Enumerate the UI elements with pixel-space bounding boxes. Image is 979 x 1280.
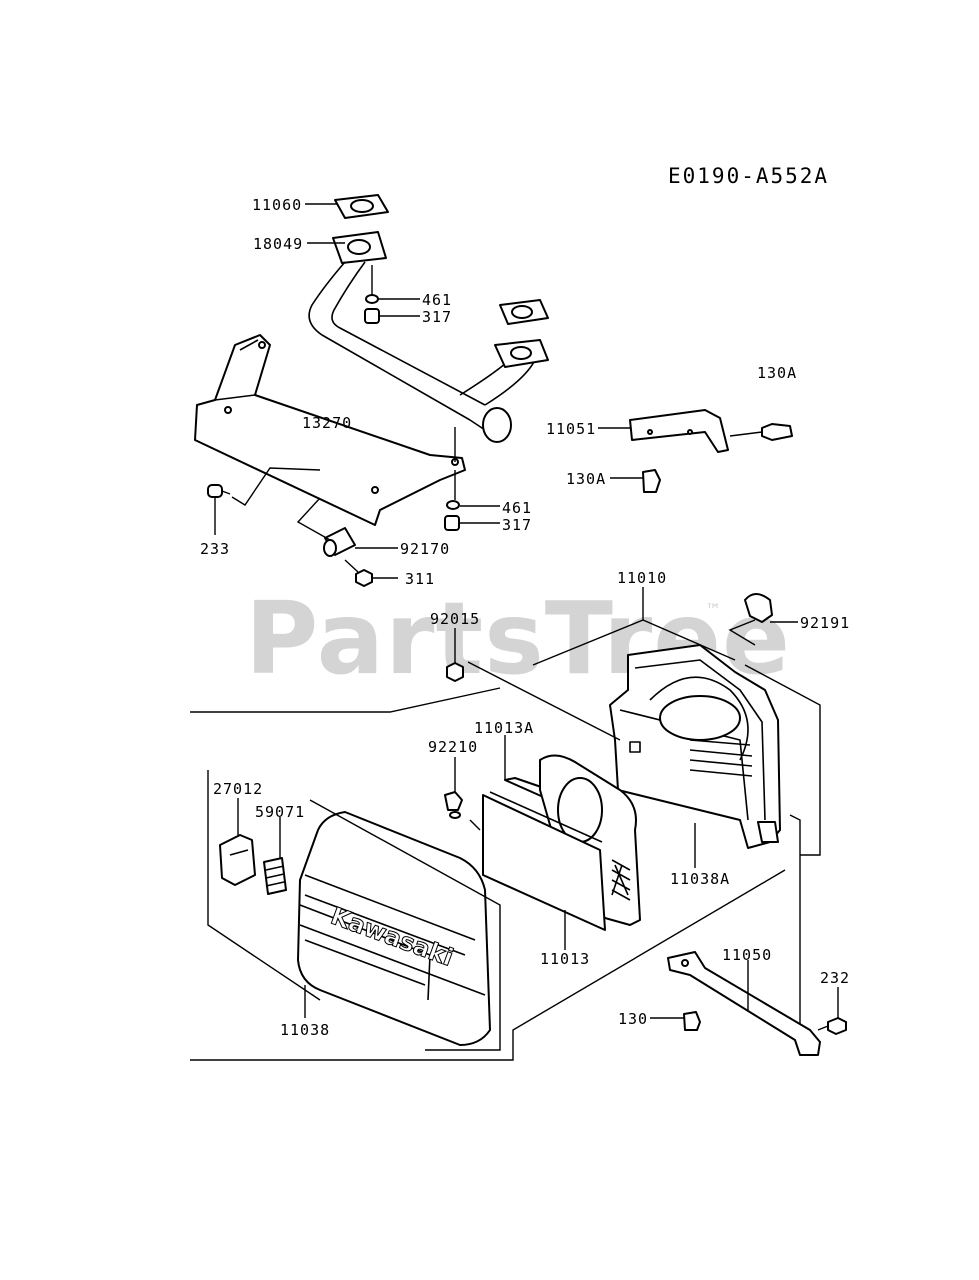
nut-461-upper[interactable] xyxy=(365,294,379,304)
callout-11038[interactable]: 11038 xyxy=(280,1021,331,1039)
leader-311-link xyxy=(344,559,359,573)
diagram-code: E0190-A552A xyxy=(668,164,830,188)
air-cleaner-cover[interactable] xyxy=(297,811,491,1046)
bolt-232[interactable] xyxy=(817,1017,847,1035)
clip-92191[interactable] xyxy=(744,593,773,623)
callout-11038a[interactable]: 11038A xyxy=(670,870,731,888)
exhaust-gasket-top[interactable] xyxy=(334,194,389,219)
collar-317-upper[interactable] xyxy=(364,308,380,324)
leader-233-link xyxy=(231,467,321,506)
callout-92191[interactable]: 92191 xyxy=(800,614,851,632)
callout-311[interactable]: 311 xyxy=(405,570,436,588)
callout-317-upper[interactable]: 317 xyxy=(422,308,453,326)
leader-11010-right xyxy=(642,619,736,661)
leader-bolt-130a-top xyxy=(729,431,763,437)
spring-59071[interactable] xyxy=(263,857,287,895)
callout-11060[interactable]: 11060 xyxy=(252,196,303,214)
exhaust-cover[interactable] xyxy=(194,334,466,526)
leader-92191-link xyxy=(728,619,756,646)
assembly-line-cover xyxy=(309,799,501,1051)
nut-92015[interactable] xyxy=(446,662,464,682)
nut-92210[interactable] xyxy=(444,791,463,819)
callout-11050[interactable]: 11050 xyxy=(722,946,773,964)
assembly-line-top-left xyxy=(190,687,501,713)
callout-92170[interactable]: 92170 xyxy=(400,540,451,558)
bolt-130[interactable] xyxy=(683,1011,701,1031)
callout-130a-top[interactable]: 130A xyxy=(757,364,798,382)
nut-461-lower[interactable] xyxy=(446,500,460,510)
bolt-130a-top[interactable] xyxy=(761,423,793,441)
callout-59071[interactable]: 59071 xyxy=(255,803,306,821)
assembly-line-right xyxy=(744,664,821,856)
collar-317-lower[interactable] xyxy=(444,515,460,531)
bracket-11050[interactable] xyxy=(667,951,821,1056)
bracket-11051[interactable] xyxy=(629,409,729,453)
callout-92015[interactable]: 92015 xyxy=(430,610,481,628)
callout-130[interactable]: 130 xyxy=(618,1010,649,1028)
assembly-line-left xyxy=(207,770,321,1001)
bolt-233[interactable] xyxy=(207,484,231,498)
callout-130a[interactable]: 130A xyxy=(566,470,607,488)
callout-92210[interactable]: 92210 xyxy=(428,738,479,756)
latch-27012[interactable] xyxy=(219,834,256,886)
exhaust-pipe[interactable] xyxy=(308,231,549,443)
callout-461-lower[interactable]: 461 xyxy=(502,499,533,517)
exhaust-gasket-right[interactable] xyxy=(499,299,549,325)
trademark-symbol: ™ xyxy=(705,600,721,619)
leader-92170-link xyxy=(296,497,331,541)
callout-317-lower[interactable]: 317 xyxy=(502,516,533,534)
callout-27012[interactable]: 27012 xyxy=(213,780,264,798)
callout-11013a[interactable]: 11013A xyxy=(474,719,535,737)
callout-11010[interactable]: 11010 xyxy=(617,569,668,587)
callout-233[interactable]: 233 xyxy=(200,540,231,558)
bolt-130a[interactable] xyxy=(642,469,661,493)
callout-18049[interactable]: 18049 xyxy=(253,235,304,253)
callout-232[interactable]: 232 xyxy=(820,969,851,987)
callout-11051[interactable]: 11051 xyxy=(546,420,597,438)
spacer-92170[interactable] xyxy=(323,527,356,557)
leader-92015-link xyxy=(467,661,621,741)
callout-11013[interactable]: 11013 xyxy=(540,950,591,968)
leader-92210-link xyxy=(469,819,481,831)
callout-13270[interactable]: 13270 xyxy=(302,414,353,432)
air-cleaner-base[interactable] xyxy=(609,644,781,849)
assembly-line-right-lower xyxy=(789,814,809,1051)
leader-11010-left xyxy=(532,587,644,666)
callout-461-upper[interactable]: 461 xyxy=(422,291,453,309)
filter-element[interactable] xyxy=(482,754,641,931)
assembly-line-bottom xyxy=(190,869,786,1061)
nut-311[interactable] xyxy=(355,569,373,587)
